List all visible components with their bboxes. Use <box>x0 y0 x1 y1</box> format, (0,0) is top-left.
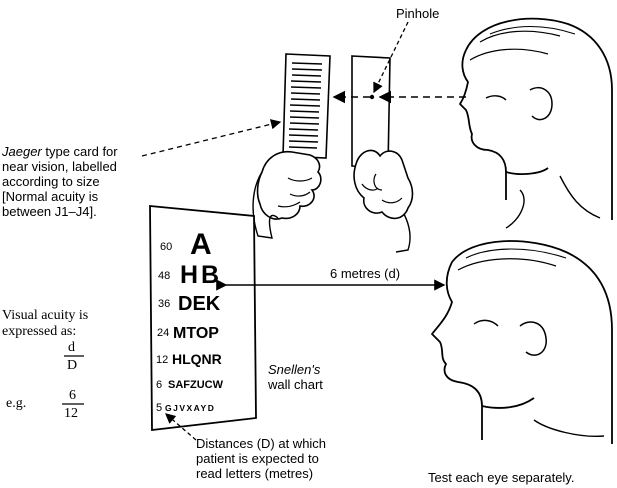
va-line-2: expressed as: <box>2 324 77 339</box>
snellen-row-48: 48 HB <box>158 262 222 288</box>
snellen-label: Snellen's wall chart <box>268 362 323 392</box>
distances-line-3: read letters (metres) <box>196 466 314 481</box>
snellen-em: Snellen's <box>268 362 321 377</box>
va-line-1: Visual acuity is <box>2 308 89 323</box>
jaeger-card <box>282 53 331 159</box>
pinhole-label: Pinhole <box>396 6 440 21</box>
jaeger-em: Jaeger <box>2 144 42 159</box>
visual-acuity-label: Visual acuity is expressed as: <box>2 308 88 340</box>
row-distance: 12 <box>156 354 169 366</box>
snellen-row-36: 36 DEK <box>158 293 220 315</box>
jaeger-line-4: [Normal acuity is <box>2 189 99 204</box>
snellen-row-6: 6 SAFZUCW <box>156 375 223 393</box>
row-letters: SAFZUCW <box>168 379 223 391</box>
left-hand <box>256 150 322 220</box>
row-distance: 48 <box>158 270 171 282</box>
pinhole-pointer <box>373 21 409 94</box>
row-distance: 24 <box>157 327 170 339</box>
distances-label: Distances (D) at which patient is expect… <box>196 436 326 481</box>
row-distance: 5 <box>156 402 163 414</box>
row-letters: A <box>190 228 212 261</box>
jaeger-line-2: near vision, labelled <box>2 159 117 174</box>
jaeger-pointer <box>141 119 282 157</box>
row-letters: GJVXAYD <box>165 403 216 413</box>
row-letters: DEK <box>178 293 221 315</box>
test-each-eye-label: Test each eye separately. <box>428 470 575 485</box>
example-denominator: 12 <box>64 406 78 421</box>
row-letters: HLQNR <box>172 351 222 367</box>
snellen-line-2: wall chart <box>268 377 323 392</box>
distances-line-1: Distances (D) at which <box>196 436 327 451</box>
jaeger-line-1: type card for <box>41 144 118 159</box>
row-distance: 36 <box>158 298 171 310</box>
example-prefix: e.g. <box>6 396 27 411</box>
distance-label: 6 metres (d) <box>330 266 401 281</box>
jaeger-line-5: between J1–J4]. <box>2 204 97 219</box>
row-distance: 60 <box>160 241 173 253</box>
row-letters: MTOP <box>173 325 219 342</box>
bottom-head <box>431 240 613 444</box>
example-numerator: 6 <box>69 388 76 403</box>
snellen-board <box>149 205 257 432</box>
fraction-denominator: D <box>67 358 78 373</box>
top-head <box>459 17 613 229</box>
snellen-row-60: 60 A <box>160 230 212 260</box>
row-letters: HB <box>180 261 223 289</box>
row-distance: 6 <box>156 379 163 391</box>
fraction-numerator: d <box>68 340 75 355</box>
distances-line-2: patient is expected to <box>196 451 319 466</box>
jaeger-line-3: according to size <box>2 174 100 189</box>
jaeger-label: Jaeger type card for near vision, labell… <box>2 144 118 219</box>
